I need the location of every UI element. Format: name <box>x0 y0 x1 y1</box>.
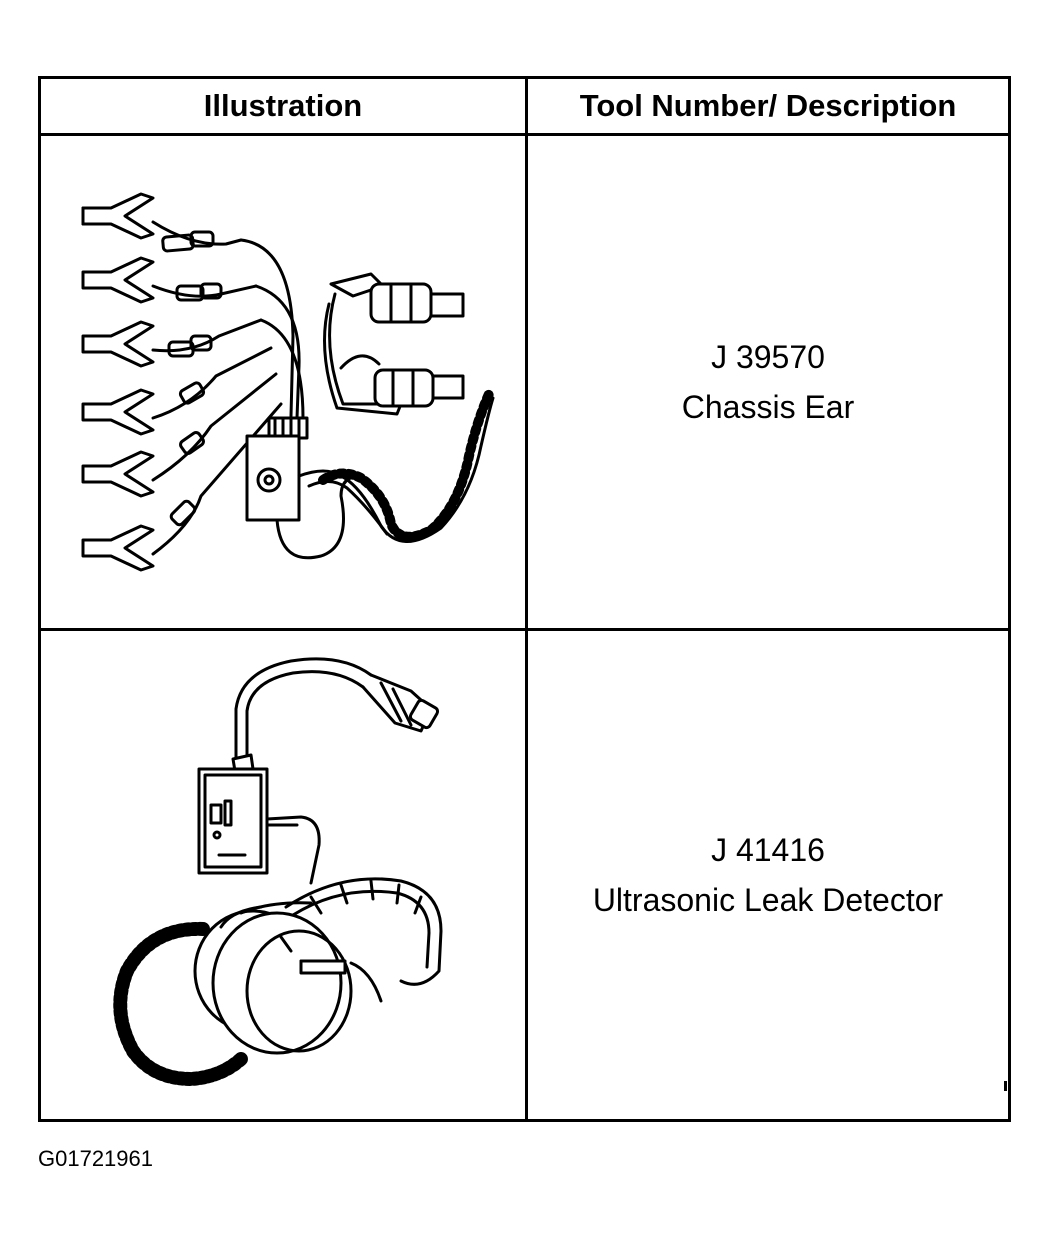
header-tool-description: Tool Number/ Description <box>579 88 957 123</box>
receiver-box-icon <box>197 753 321 885</box>
tool-description: Chassis Ear <box>681 389 855 425</box>
figure-code: G01721961 <box>38 1146 153 1171</box>
ultrasonic-leak-detector-illustration <box>41 631 525 1119</box>
clamp-icon <box>81 256 258 304</box>
edge-mark <box>1004 1081 1007 1091</box>
probe-icon <box>234 657 440 761</box>
coiled-cable-icon <box>318 389 494 542</box>
clamp-icon <box>81 402 283 572</box>
header-illustration: Illustration <box>203 88 363 123</box>
tool-description: Ultrasonic Leak Detector <box>592 882 944 918</box>
row-divider <box>41 628 1008 631</box>
column-divider <box>525 79 528 1119</box>
tool-description-cell: J 39570 Chassis Ear <box>528 136 1008 628</box>
tool-number: J 41416 <box>711 832 825 868</box>
chassis-ear-illustration <box>41 136 525 628</box>
tool-description-cell: J 41416 Ultrasonic Leak Detector <box>528 631 1008 1119</box>
headphones-icon <box>193 877 443 1055</box>
control-box-icon <box>245 416 309 522</box>
tool-table: Illustration Tool Number/ Description <box>38 76 1011 1122</box>
clamp-icon <box>81 318 263 368</box>
tool-number: J 39570 <box>711 339 825 375</box>
earpiece-icon <box>323 272 465 416</box>
coiled-cord-icon <box>113 921 248 1086</box>
clamp-icon <box>81 372 278 498</box>
table-header-row: Illustration Tool Number/ Description <box>41 79 1008 136</box>
clamp-icon <box>81 346 273 436</box>
clamp-icon <box>81 192 243 253</box>
